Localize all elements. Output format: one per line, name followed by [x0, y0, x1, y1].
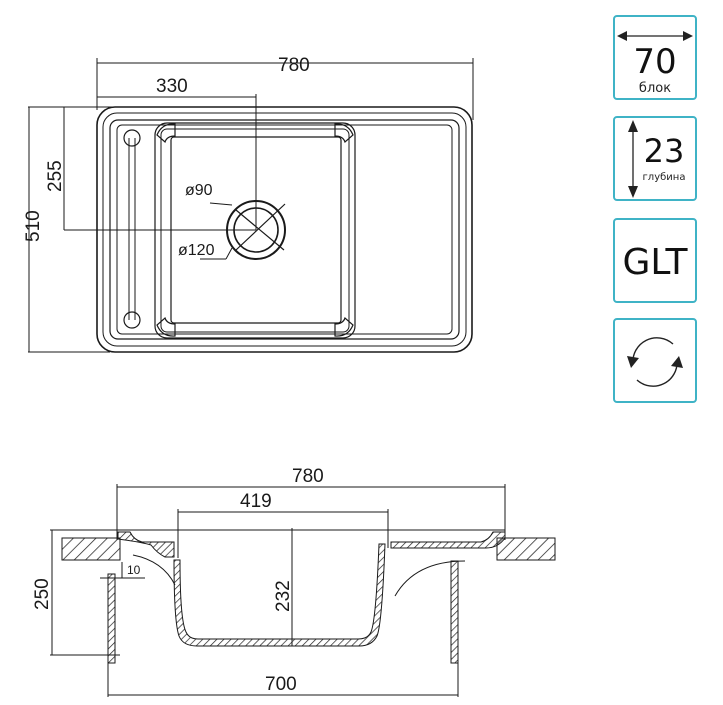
dim-cabinet-width: 700 — [265, 674, 297, 695]
overflow-hole-top — [123, 129, 141, 147]
badge-block-value: 70 — [633, 42, 677, 82]
dim-bowl-width: 419 — [240, 491, 272, 512]
dim-drain-inner: ø90 — [185, 182, 213, 199]
dim-overall-width-top: 780 — [278, 55, 310, 76]
reversible-rotation-icon — [627, 337, 683, 387]
badge-depth-value: 23 — [643, 132, 685, 170]
dim-overall-height: 250 — [32, 578, 53, 610]
overflow-hole-bottom — [123, 311, 141, 329]
section-view — [50, 484, 556, 697]
badge-material: GLT — [613, 218, 697, 303]
dim-wall-thickness: 10 — [127, 563, 141, 577]
horizontal-double-arrow-icon — [617, 31, 693, 41]
vertical-double-arrow-icon — [628, 120, 638, 198]
dim-overall-depth: 510 — [23, 210, 44, 242]
top-view — [28, 58, 474, 353]
dim-drain-offset-x: 330 — [156, 76, 188, 97]
badge-reversible — [613, 318, 697, 403]
badge-block-label: блок — [638, 81, 672, 96]
badge-block-size: 70 блок — [613, 15, 697, 100]
badge-depth: 23 глубина — [613, 116, 697, 201]
dim-drain-offset-y: 255 — [45, 160, 66, 192]
badge-depth-label: глубина — [642, 172, 686, 183]
dim-overall-width-section: 780 — [292, 466, 324, 487]
dim-drain-outer: ø120 — [178, 242, 215, 259]
dim-bowl-depth: 232 — [273, 580, 294, 612]
badge-material-value: GLT — [622, 242, 688, 283]
